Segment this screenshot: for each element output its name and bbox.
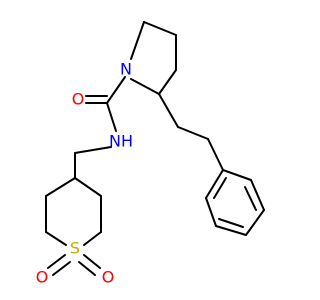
bond-c2-ethyl-a: [158, 93, 179, 128]
carbonyl-oxygen-label: O: [72, 90, 85, 109]
bond-phenyl-6: [205, 169, 224, 199]
bond-pyrrolidine-c2-n: [130, 78, 160, 95]
bond-group: [45, 21, 265, 276]
atom-labels: N NH O S O O: [36, 60, 133, 287]
bond-phenyl-4-inner: [218, 218, 244, 228]
bond-carbonyl-nh: [106, 102, 117, 132]
bond-phenyl-1: [222, 169, 252, 181]
bond-thiane-1: [74, 177, 102, 197]
bond-phenyl-4: [215, 225, 247, 236]
sulfur-label: S: [70, 239, 80, 258]
bond-thiane-3: [83, 231, 102, 246]
bond-nh-methylene: [74, 146, 112, 154]
bond-phenyl-5: [205, 197, 217, 227]
sulfonyl-oxygen-left-label: O: [36, 268, 49, 287]
bond-ethyl-a-b: [177, 126, 209, 140]
bond-s-o-right-double: [78, 261, 96, 276]
molecule-diagram: N NH O S O O: [36, 21, 265, 287]
nitrogen-ring-label: N: [120, 60, 132, 79]
bond-pyrrolidine-n-ca: [130, 21, 145, 60]
amide-nh-label: NH: [109, 132, 133, 151]
sulfonyl-oxygen-right-label: O: [102, 268, 115, 287]
bond-s-o-right: [83, 254, 101, 269]
structure-svg: N NH O S O O: [36, 21, 265, 287]
bond-phenyl-2-inner: [244, 186, 257, 211]
bond-phenyl-6-inner: [213, 177, 227, 199]
bond-pyrrolidine-cc-c2: [158, 69, 177, 95]
bond-pyrrolidine-ca-cb: [143, 21, 177, 36]
bond-phenyl-3: [245, 209, 265, 236]
bond-s-o-left-double: [52, 261, 71, 276]
bond-ethyl-b-phenyl: [207, 138, 224, 171]
bond-s-o-left: [47, 254, 66, 269]
bond-phenyl-2: [250, 179, 265, 211]
bond-n-carbonyl: [106, 76, 126, 104]
bond-thiane-4: [45, 231, 67, 246]
bond-thiane-6: [45, 177, 76, 197]
